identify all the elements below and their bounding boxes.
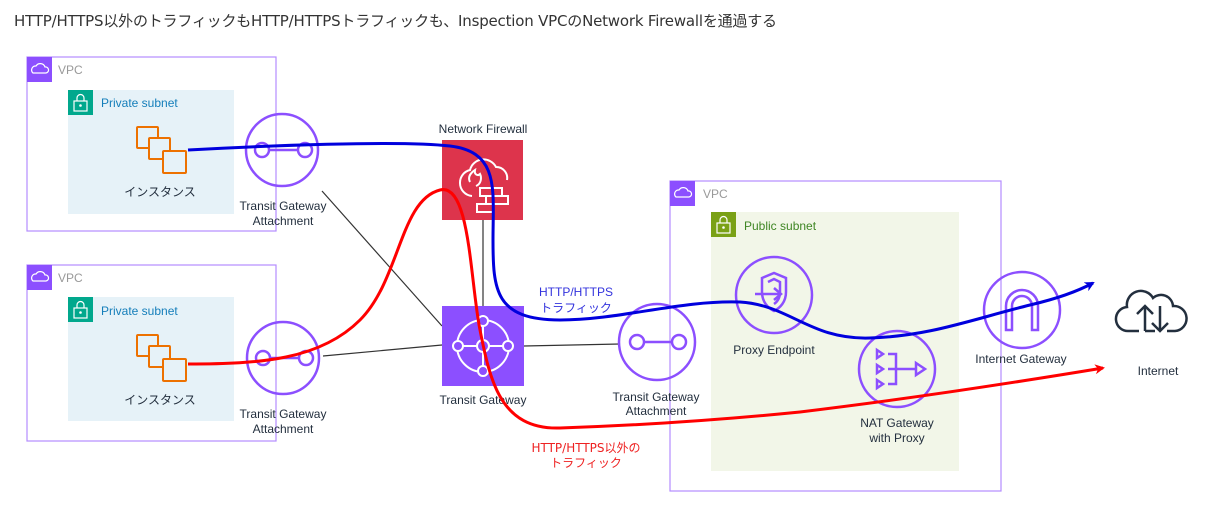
nat-gateway-icon bbox=[857, 329, 937, 409]
attachment-label-line2: Attachment bbox=[253, 214, 314, 228]
attachment-label-line1: Transit Gateway bbox=[240, 407, 327, 421]
lock-icon bbox=[68, 297, 93, 322]
attachment-label-line2: Attachment bbox=[626, 404, 687, 418]
http-flow-label-line1: HTTP/HTTPS bbox=[539, 285, 613, 299]
non-http-flow-label-line1: HTTP/HTTPS以外の bbox=[531, 441, 640, 455]
attachment-label-line1: Transit Gateway bbox=[240, 199, 327, 213]
vpc-cloud-icon bbox=[27, 265, 52, 290]
non-http-flow-label: HTTP/HTTPS以外の トラフィック bbox=[531, 441, 640, 470]
internet-label: Internet bbox=[1138, 364, 1179, 378]
vpc-cloud-icon bbox=[27, 57, 52, 82]
attachment-label-line2: Attachment bbox=[253, 422, 314, 436]
proxy-endpoint[interactable]: Proxy Endpoint bbox=[733, 255, 815, 357]
ec2-instances-icon bbox=[136, 334, 187, 382]
lock-icon bbox=[68, 90, 93, 115]
http-flow-label-line2: トラフィック bbox=[540, 301, 612, 315]
tgw-attachment-1[interactable]: Transit Gateway Attachment bbox=[240, 112, 327, 228]
vpc-label: VPC bbox=[58, 63, 83, 77]
vpc-cloud-icon bbox=[670, 181, 695, 206]
internet[interactable]: Internet bbox=[1114, 289, 1188, 378]
tgw-attachment-3[interactable]: Transit Gateway Attachment bbox=[613, 302, 700, 418]
connector-tgwa2-tgw bbox=[322, 344, 443, 357]
subnet-label: Private subnet bbox=[101, 304, 178, 318]
internet-gateway-label: Internet Gateway bbox=[975, 352, 1066, 366]
cloud-upload-download-icon bbox=[1114, 289, 1188, 333]
public-subnet bbox=[711, 212, 959, 471]
connectors bbox=[321, 190, 621, 357]
nat-gateway-label-line2: with Proxy bbox=[868, 431, 924, 445]
spoke-vpc-2: VPC Private subnet インスタンス bbox=[26, 264, 277, 442]
attachment-label-line1: Transit Gateway bbox=[613, 390, 700, 404]
ec2-instances-icon bbox=[136, 126, 187, 174]
connector-tgw-tgwa3 bbox=[523, 343, 621, 347]
egress-vpc: VPC Public subnet bbox=[669, 180, 1002, 492]
instance-label: インスタンス bbox=[124, 185, 196, 199]
internet-gateway[interactable]: Internet Gateway bbox=[975, 270, 1067, 366]
tgw-attachment-icon bbox=[617, 302, 697, 382]
tgw-attachment-icon bbox=[244, 112, 320, 188]
http-traffic-flow bbox=[187, 141, 1095, 340]
lock-icon bbox=[711, 212, 736, 237]
connector-tgwa1-tgw bbox=[321, 190, 443, 327]
network-firewall-label: Network Firewall bbox=[439, 122, 528, 136]
spoke-vpc-1: VPC Private subnet インスタンス bbox=[26, 56, 277, 232]
transit-gateway-label: Transit Gateway bbox=[440, 393, 527, 407]
nat-gateway[interactable]: NAT Gateway with Proxy bbox=[857, 329, 937, 445]
vpc-label: VPC bbox=[703, 187, 728, 201]
proxy-endpoint-label: Proxy Endpoint bbox=[733, 343, 815, 357]
instance-label: インスタンス bbox=[124, 393, 196, 407]
vpc-label: VPC bbox=[58, 271, 83, 285]
subnet-label: Public subnet bbox=[744, 219, 817, 233]
nat-gateway-label-line1: NAT Gateway bbox=[860, 416, 934, 430]
diagram-caption: HTTP/HTTPS以外のトラフィックもHTTP/HTTPSトラフィックも、In… bbox=[14, 12, 777, 30]
firewall-icon bbox=[458, 158, 509, 213]
tgw-attachment-2[interactable]: Transit Gateway Attachment bbox=[240, 320, 327, 436]
subnet-label: Private subnet bbox=[101, 96, 178, 110]
http-flow-label: HTTP/HTTPS トラフィック bbox=[539, 285, 613, 315]
non-http-traffic-flow bbox=[187, 188, 1105, 430]
proxy-endpoint-icon bbox=[734, 255, 814, 335]
non-http-flow-label-line2: トラフィック bbox=[550, 456, 622, 470]
transit-gateway-icon bbox=[452, 315, 514, 377]
internet-gateway-icon bbox=[982, 270, 1062, 350]
network-firewall[interactable]: Network Firewall bbox=[439, 122, 528, 220]
transit-gateway[interactable]: Transit Gateway bbox=[440, 306, 527, 407]
